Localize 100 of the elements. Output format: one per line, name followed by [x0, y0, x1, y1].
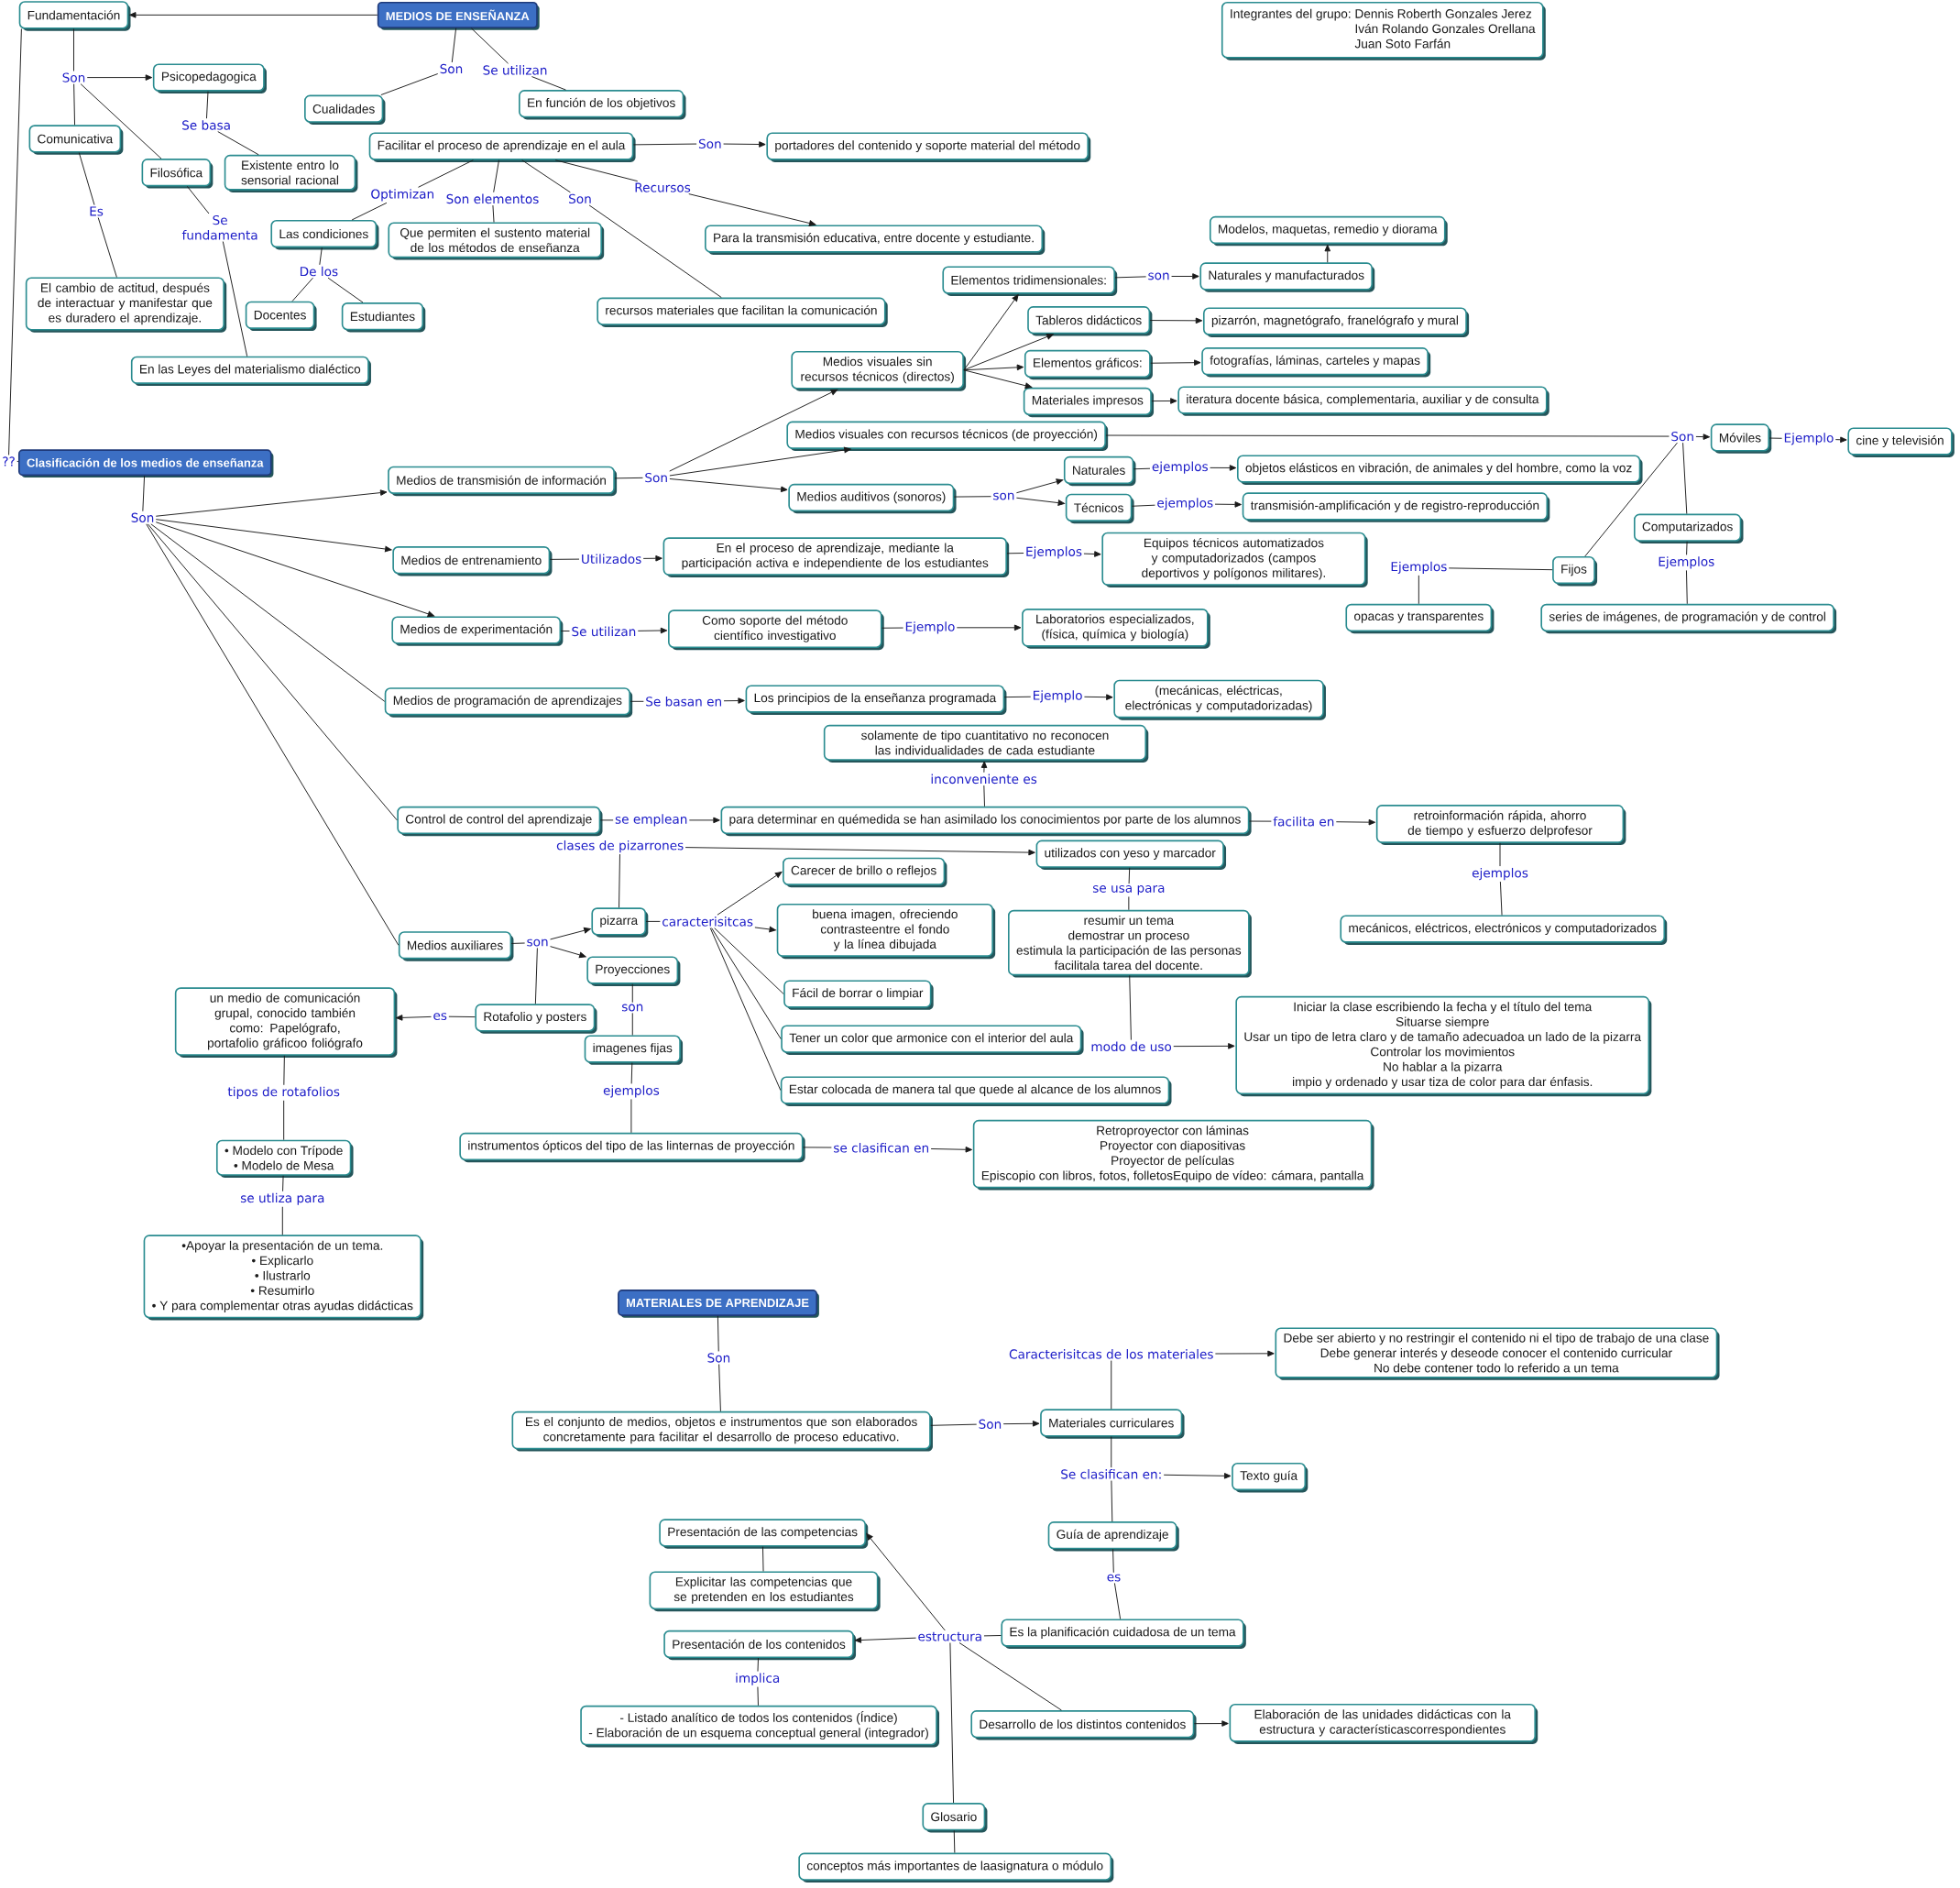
connector-line	[319, 247, 323, 266]
connector-line	[283, 1055, 285, 1086]
arrow	[1324, 245, 1331, 263]
arrow	[396, 1015, 432, 1021]
connector-line	[1584, 442, 1678, 557]
concept-box: Medios de experimentación	[391, 616, 564, 646]
connector-line	[451, 27, 457, 63]
arrow	[684, 847, 1035, 856]
heading-box: Clasificación de los medios de enseñanza	[17, 449, 274, 478]
concept-box: Medios auditivos (sonoros)	[788, 483, 957, 514]
linking-phrase: Son	[976, 1418, 1003, 1431]
concept-box: Que permiten el sustento material de los métodos de enseñanza	[388, 222, 605, 260]
arrow	[866, 1533, 946, 1631]
connector-line	[1003, 696, 1032, 698]
linking-phrase: ejemplos	[1150, 460, 1210, 476]
connector-line	[632, 143, 697, 146]
concept-box: Medios de entrenamiento	[392, 546, 553, 576]
connector-line	[1128, 867, 1131, 884]
concept-box: Computarizados	[1633, 513, 1744, 544]
concept-box: mecánicos, eléctricos, electrónicos y computadorizados	[1340, 915, 1668, 945]
arrow	[155, 489, 388, 517]
connector-line	[803, 1147, 832, 1148]
linking-phrase: ??	[0, 455, 17, 468]
connector-line	[619, 853, 620, 908]
arrow	[1171, 273, 1199, 280]
concept-box: iteratura docente básica, complementaria, auxiliar y de consulta	[1177, 386, 1549, 416]
concept-box: Facilitar el proceso de aprendizaje en el aula	[368, 132, 636, 162]
linking-phrase: es	[1105, 1573, 1122, 1584]
concept-box: para determinar en quémedida se han asimilado los conocimientos por parte de los alumnos	[720, 806, 1252, 837]
linking-phrase: Ejemplos	[1656, 554, 1716, 571]
connector-line	[631, 983, 633, 1004]
concept-box: Equipos técnicos automatizados y computadorizados (campos deportivos y polígonos militares).	[1101, 532, 1368, 588]
arrow	[669, 389, 838, 472]
connector-line	[711, 928, 782, 1040]
concept-box: Naturales y manufacturados	[1199, 262, 1375, 292]
connector-line	[510, 942, 526, 944]
concept-box: Para la transmisión educativa, entre docente y estudiante.	[705, 225, 1046, 255]
concept-box: Cualidades	[304, 94, 386, 126]
linking-phrase: facilita en	[1271, 815, 1337, 829]
connector-line	[470, 27, 509, 64]
linking-phrase: son	[524, 938, 551, 949]
arrow	[86, 74, 153, 81]
connector-line	[142, 475, 146, 512]
concept-box: Es el conjunto de medios, objetos e instrumentos que son elaborados concretamente para facilitar el desarrollo de proceso educativo.	[511, 1411, 933, 1452]
connector-line	[554, 159, 639, 182]
concept-box: Texto guía	[1232, 1463, 1308, 1493]
arrow	[754, 926, 776, 933]
concept-box: Medios auxiliares	[398, 931, 514, 961]
arrow	[669, 446, 851, 477]
connector-line	[448, 1015, 476, 1018]
linking-phrase: estructura	[915, 1630, 984, 1643]
concept-box: - Listado analítico de todos los contenidos (Índice) - Elaboración de un esquema conceptual general (integrador)	[580, 1705, 940, 1748]
concept-box: • Modelo con Trípode • Modelo de Mesa	[215, 1139, 354, 1178]
arrow	[1335, 818, 1376, 826]
arrow	[1150, 359, 1201, 367]
linking-phrase: son	[619, 1003, 645, 1014]
connector-line	[97, 217, 117, 278]
connector-line	[1248, 820, 1272, 822]
connector-line	[930, 1423, 978, 1426]
concept-box: Fundamentación	[18, 1, 131, 31]
concept-box: Estar colocada de manera tal que quede al alcance de los alumnos	[780, 1076, 1172, 1106]
arrow	[717, 872, 783, 916]
connector-line	[1128, 896, 1130, 911]
arrow	[1210, 465, 1237, 471]
connector-line	[1114, 276, 1147, 279]
concept-box: Materiales curriculares	[1040, 1409, 1185, 1439]
connector-line	[281, 1206, 283, 1235]
linking-phrase: ejemplos	[1470, 866, 1530, 882]
arrow	[930, 1147, 973, 1153]
connector-line	[217, 131, 259, 156]
connector-line	[630, 1099, 632, 1134]
concept-box: Medios visuales sin recursos técnicos (directos)	[791, 351, 967, 391]
arrow	[550, 928, 591, 940]
connector-line	[599, 819, 614, 821]
linking-phrase: Ejemplo	[1031, 688, 1085, 705]
concept-box: Medios de transmisión de información	[388, 466, 618, 497]
arrow	[1083, 694, 1113, 701]
linking-phrase: Se utilizan	[569, 625, 638, 638]
connector-line	[1131, 504, 1155, 507]
connector-line	[1129, 975, 1132, 1041]
connector-line	[146, 523, 400, 946]
linking-phrase: se clasifican en	[831, 1141, 931, 1155]
connector-line	[549, 558, 580, 560]
connector-line	[560, 631, 570, 632]
concept-box: un medio de comunicación grupal, conocido también como: Papelógrafo, portafolio gráficoo foliógrafo	[174, 987, 398, 1059]
concept-box: resumir un tema demostrar un proceso estimula la participación de las personas facilitala tarea del docente.	[1008, 909, 1252, 978]
connector-line	[645, 921, 661, 922]
connector-line	[1133, 467, 1151, 470]
concept-box: Carecer de brillo o reflejos	[783, 857, 947, 888]
connector-line	[8, 28, 22, 456]
concept-box: Presentación de las competencias	[659, 1519, 869, 1549]
arrow	[956, 624, 1022, 631]
concept-box: Elementos gráficos:	[1024, 349, 1153, 380]
linking-phrase: se utliza para	[238, 1191, 327, 1207]
arrow	[963, 334, 1054, 371]
linking-phrase: Se fundamenta	[178, 214, 262, 242]
connector-line	[1682, 442, 1688, 515]
arrow	[1015, 478, 1064, 494]
linking-phrase: Se basan en	[643, 695, 724, 708]
concept-box: Modelos, maquetas, remedio y diorama	[1209, 215, 1448, 247]
